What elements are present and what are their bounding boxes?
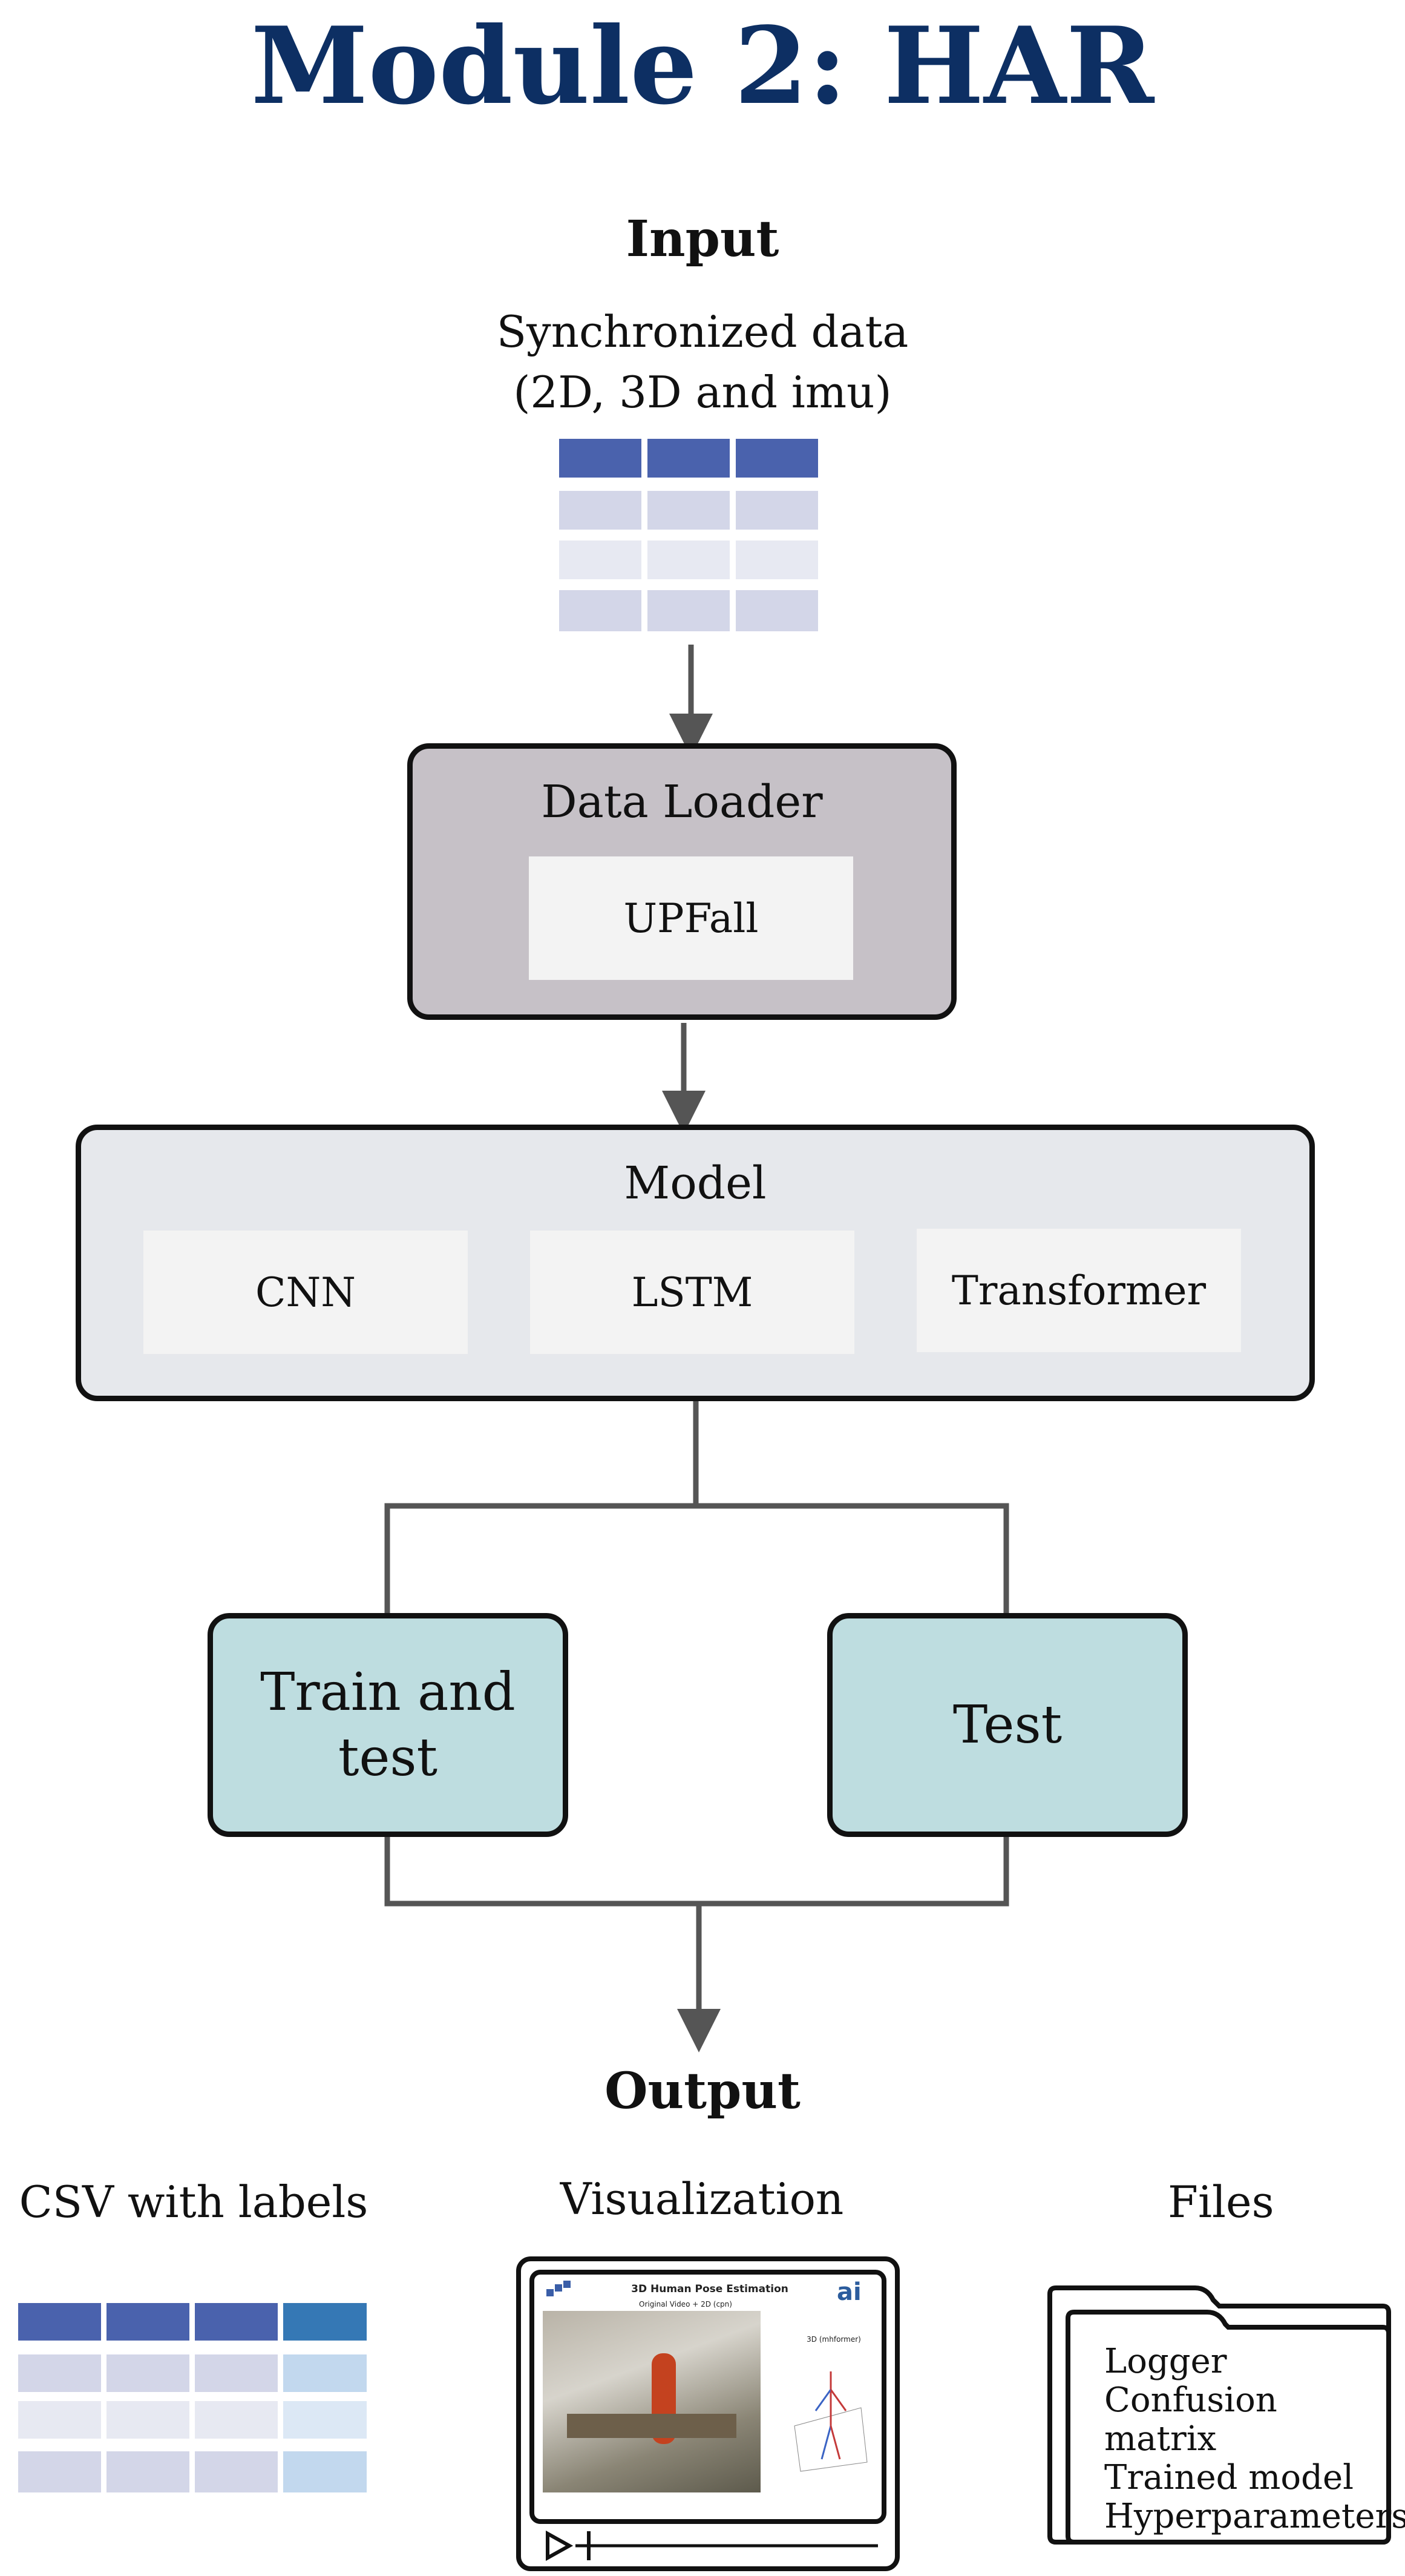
screen-title: 3D Human Pose Estimation	[631, 2283, 788, 2295]
model-label: Model	[624, 1157, 767, 1209]
connector-stages-to-output	[384, 1834, 1009, 1907]
video-thumbnail	[543, 2311, 761, 2492]
files-item-trained-model: Trained model	[1104, 2458, 1354, 2497]
model-item-transformer: Transformer	[917, 1229, 1241, 1352]
connector-model-to-stages	[384, 1398, 699, 1617]
train-and-test-box: Train and test	[208, 1613, 568, 1837]
video-controls	[546, 2530, 878, 2561]
test-box: Test	[827, 1613, 1188, 1837]
model-item-cnn: CNN	[143, 1230, 468, 1354]
files-item-confusion-matrix: Confusion matrix	[1104, 2380, 1277, 2459]
files-label: Files	[1168, 2177, 1274, 2227]
3d-pose-plot	[794, 2371, 868, 2472]
input-description-line2: (2D, 3D and imu)	[513, 367, 892, 418]
output-heading: Output	[604, 2062, 801, 2120]
input-heading: Input	[626, 210, 779, 268]
screen-left-caption: Original Video + 2D (cpn)	[639, 2300, 732, 2308]
data-loader-label: Data Loader	[541, 776, 823, 828]
play-icon	[546, 2530, 574, 2561]
data-loader-item-upfall: UPFall	[529, 856, 853, 980]
files-item-logger: Logger	[1104, 2342, 1227, 2381]
csv-table-icon	[18, 2303, 367, 2497]
video-frame: 3D Human Pose Estimation ai Original Vid…	[529, 2270, 886, 2524]
folder-icon	[1047, 2285, 1391, 2545]
data-loader-box: Data Loader UPFall	[407, 743, 957, 1020]
input-table-icon	[559, 439, 820, 636]
screen-right-caption: 3D (mhformer)	[807, 2335, 861, 2344]
input-description-line1: Synchronized data	[496, 306, 909, 357]
ai-logo: ai	[837, 2278, 862, 2306]
small-logo-icon	[546, 2281, 571, 2305]
files-item-hyperparameters: Hyperparameters	[1104, 2497, 1405, 2536]
model-item-lstm: LSTM	[530, 1230, 854, 1354]
model-box: Model CNN LSTM Transformer	[76, 1125, 1315, 1401]
files-list: Logger Confusion matrix Trained model Hy…	[1104, 2342, 1405, 2536]
csv-label: CSV with labels	[19, 2177, 368, 2227]
visualization-screen-icon: 3D Human Pose Estimation ai Original Vid…	[516, 2256, 900, 2571]
connector-model-to-test	[696, 1503, 1009, 1617]
visualization-label: Visualization	[560, 2174, 844, 2224]
diagram-title: Module 2: HAR	[251, 4, 1154, 128]
